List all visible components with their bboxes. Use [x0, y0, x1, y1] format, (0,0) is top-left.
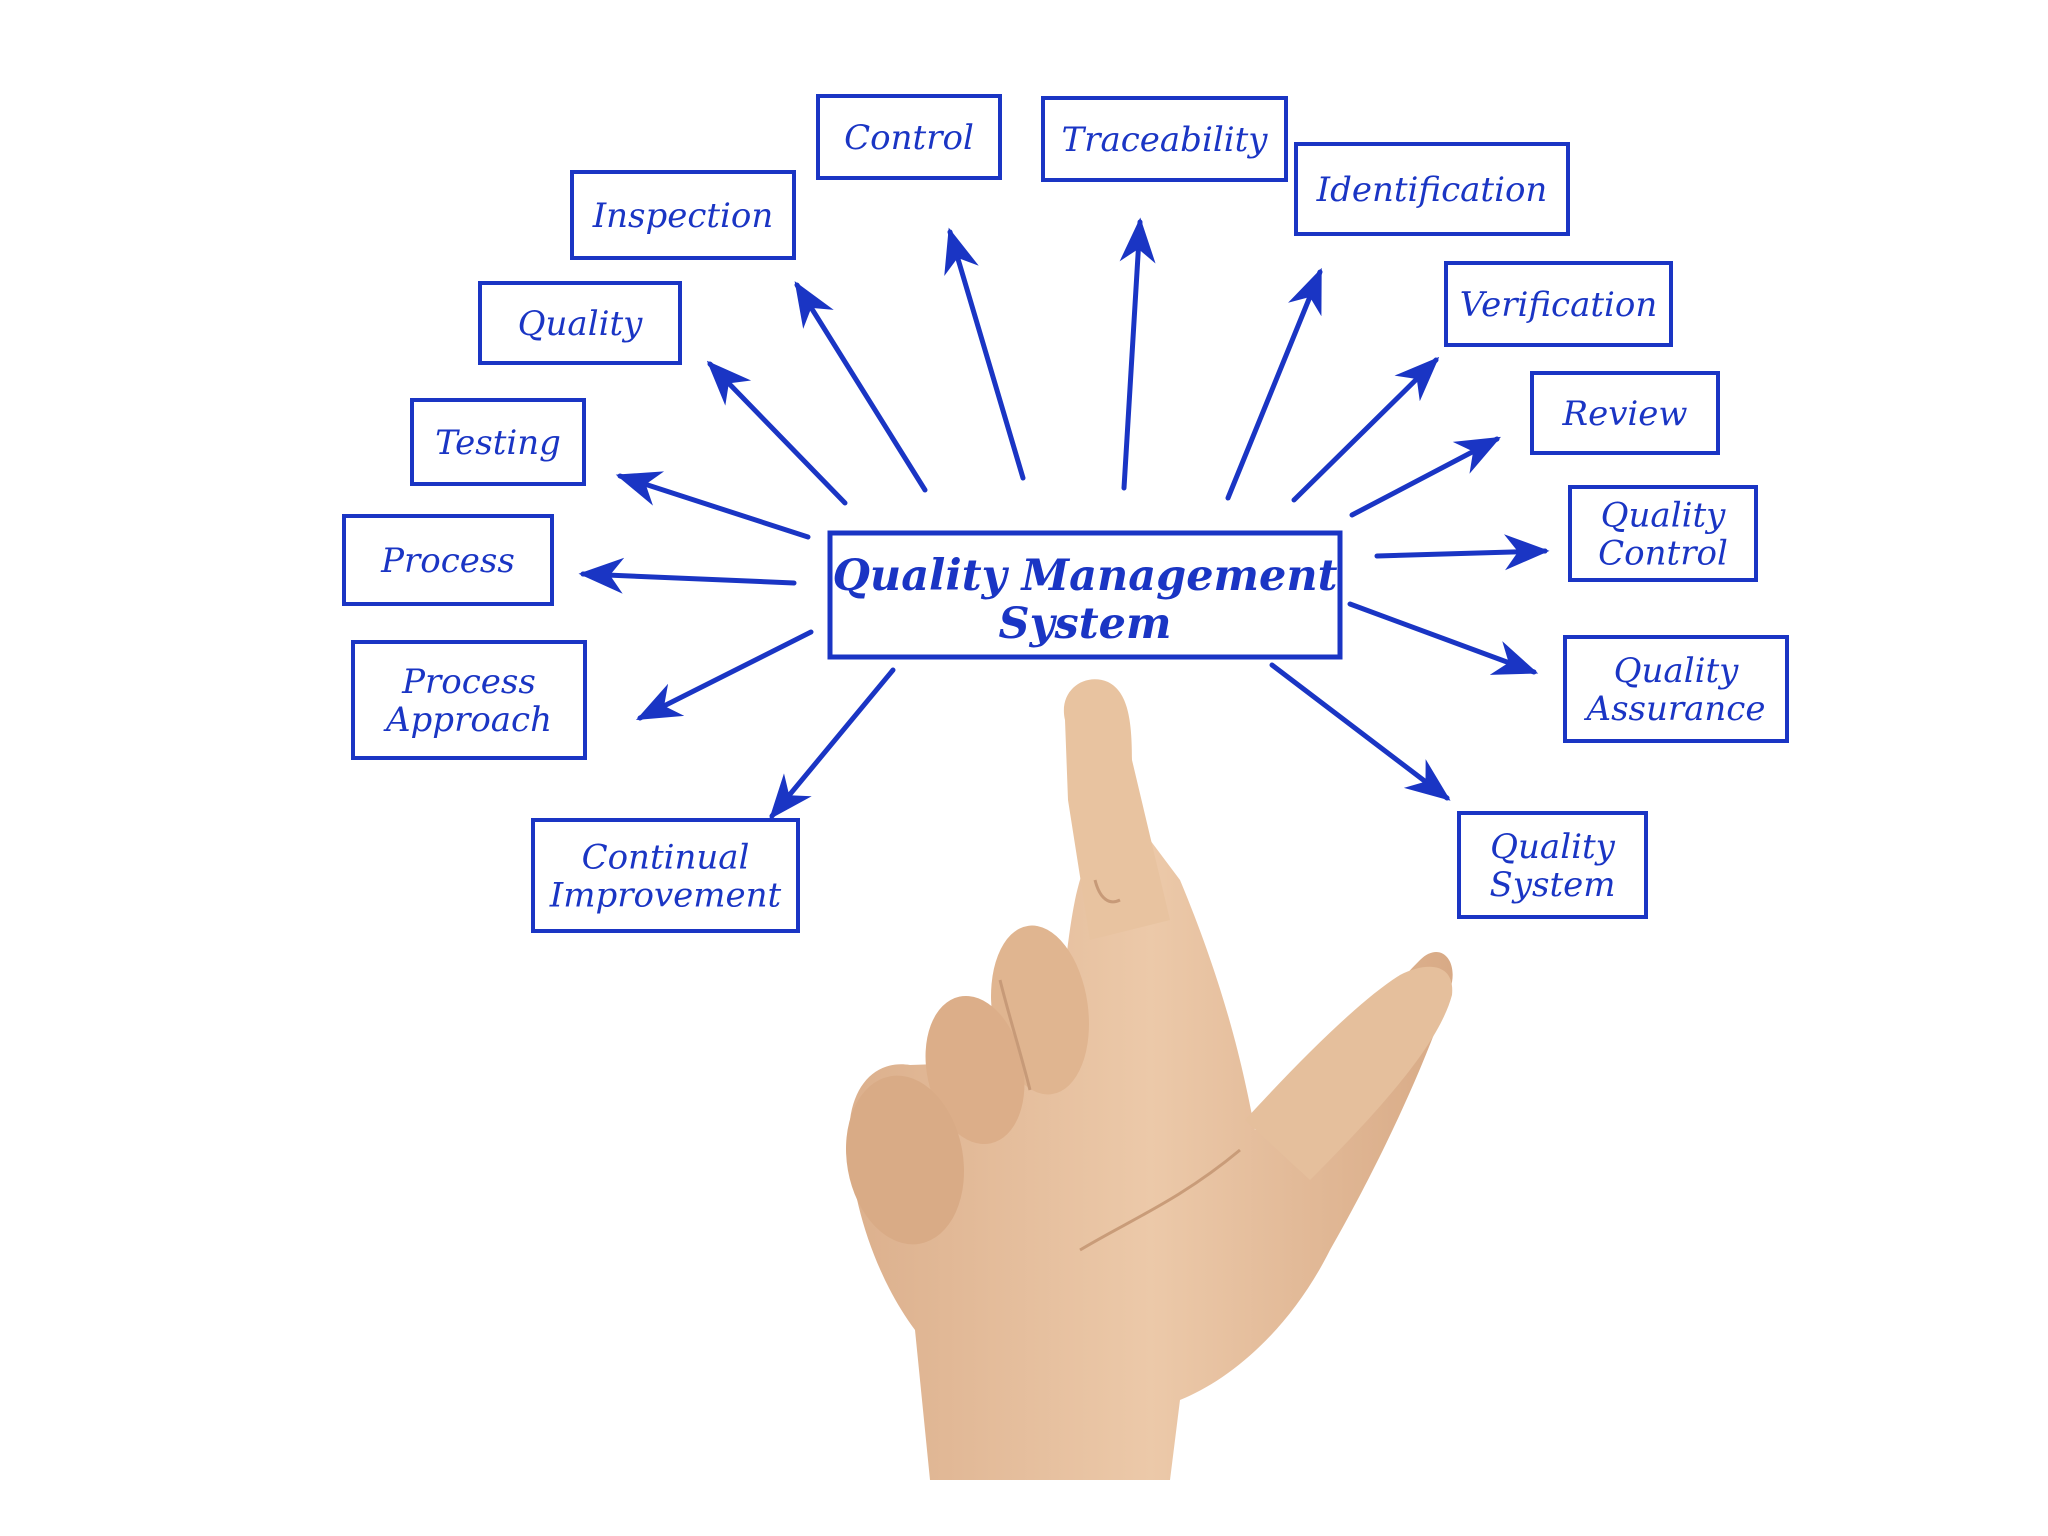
item-label-quality-assurance-line1: Quality — [1614, 651, 1739, 691]
item-box-traceability: Traceability — [1041, 96, 1288, 182]
item-box-border — [1457, 811, 1648, 919]
item-box-border — [1294, 142, 1570, 236]
item-box-identification: Identification — [1294, 142, 1570, 236]
arrow-to-process — [578, 557, 797, 594]
arrow-to-quality-control — [1374, 534, 1550, 571]
item-box-quality: Quality — [478, 281, 682, 365]
arrow-to-quality-system — [1269, 662, 1451, 801]
item-box-verification: Verification — [1444, 261, 1673, 347]
item-box-group: Control TraceabilityIdentificationInspect… — [342, 94, 1789, 933]
item-box-border — [342, 514, 554, 606]
item-label-continual-improvement-line1: Continual — [582, 837, 750, 877]
arrow-to-continual-improvement — [769, 667, 896, 820]
item-label-quality-system-line1: Quality — [1490, 827, 1615, 867]
center-box: Quality Management System — [827, 530, 1343, 660]
center-title-line2: System — [999, 599, 1172, 649]
item-box-process: Process — [342, 514, 554, 606]
item-box-border — [570, 170, 796, 260]
item-box-testing: Testing — [410, 398, 586, 486]
arrow-to-identification — [1225, 267, 1323, 501]
item-box-control: Control — [816, 94, 1002, 180]
arrow-to-testing — [615, 471, 811, 540]
item-label-quality-control-line1: Quality — [1601, 495, 1726, 535]
item-box-border — [816, 94, 1002, 180]
item-box-review: Review — [1530, 371, 1720, 455]
item-label-verification-line1: Verification — [1460, 285, 1658, 325]
item-box-border — [1563, 635, 1789, 743]
item-box-inspection: Inspection — [570, 170, 796, 260]
item-box-border — [351, 640, 587, 760]
arrow-to-verification — [1291, 356, 1440, 503]
item-label-testing-line1: Testing — [435, 423, 561, 463]
item-label-quality-line1: Quality — [518, 304, 643, 344]
item-label-traceability-line1: Traceability — [1062, 120, 1269, 160]
item-label-continual-improvement-line2: Improvement — [549, 875, 782, 915]
item-label-process-approach-line1: Process — [401, 662, 536, 702]
item-box-border — [1568, 485, 1758, 582]
item-label-quality-system-line2: System — [1490, 865, 1616, 905]
item-label-control-line1: Control — [844, 118, 974, 158]
item-label-process-line1: Process — [380, 541, 515, 581]
item-label-quality-assurance-line2: Assurance — [1584, 689, 1766, 729]
item-box-border — [1041, 96, 1288, 182]
item-label-quality-control-line2: Control — [1598, 533, 1728, 573]
arrow-to-review — [1349, 436, 1501, 518]
center-title-line1: Quality Management — [832, 551, 1337, 601]
arrow-to-traceability — [1119, 217, 1156, 491]
arrow-to-process-approach — [635, 629, 814, 721]
item-label-review-line1: Review — [1561, 394, 1687, 434]
arrow-to-quality-assurance — [1347, 601, 1539, 675]
item-label-identification-line1: Identification — [1316, 170, 1548, 210]
item-box-border — [1444, 261, 1673, 347]
arrow-group — [578, 217, 1550, 820]
item-box-border — [531, 818, 800, 933]
arrow-to-inspection — [794, 281, 928, 493]
item-label-process-approach-line2: Approach — [383, 700, 552, 740]
item-box-border — [410, 398, 586, 486]
item-label-inspection-line1: Inspection — [592, 196, 774, 236]
item-box-border — [1530, 371, 1720, 455]
arrow-to-control — [944, 227, 1026, 481]
arrow-to-quality — [706, 360, 848, 506]
pointing-hand-image — [846, 679, 1453, 1480]
item-box-border — [478, 281, 682, 365]
